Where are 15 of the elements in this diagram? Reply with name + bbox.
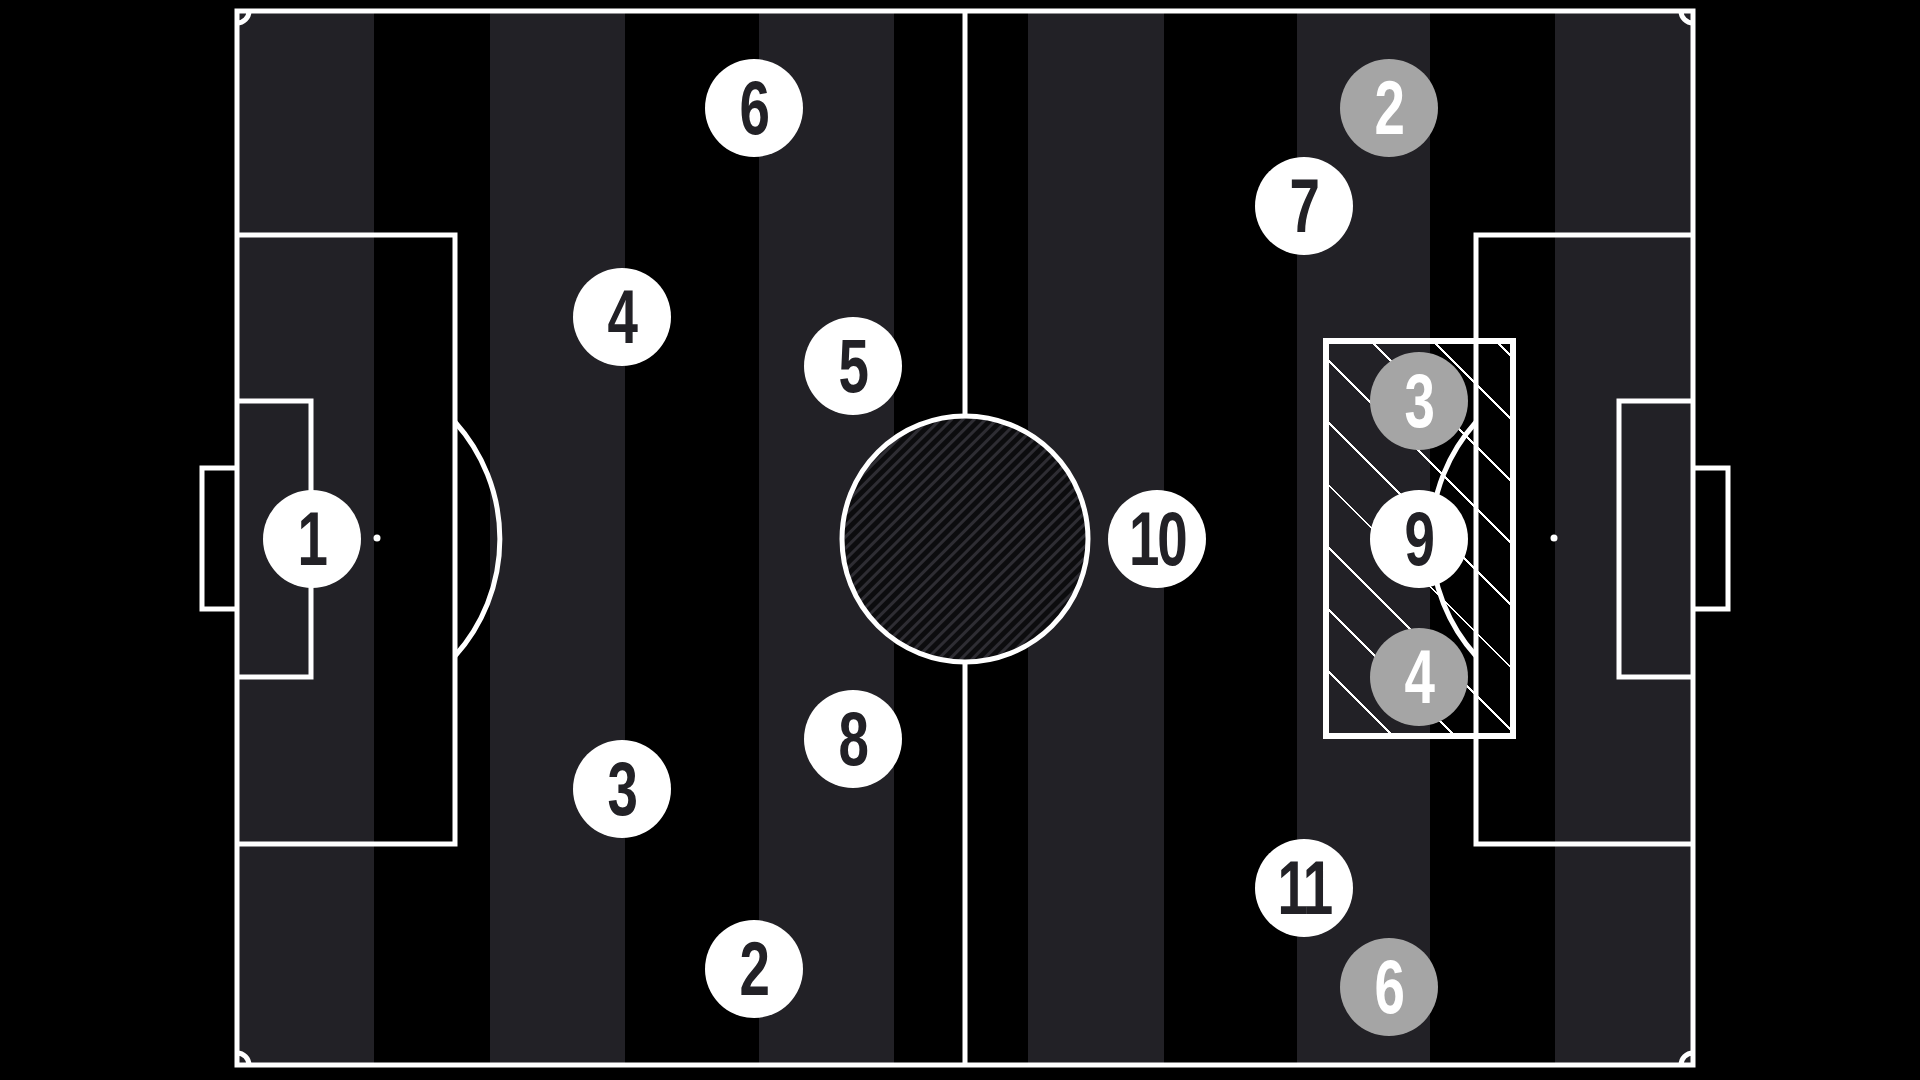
player-number: 2 (1374, 70, 1404, 146)
player-number: 1 (297, 501, 327, 577)
player-number: 7 (1289, 168, 1319, 244)
player-number: 4 (607, 279, 637, 355)
player-number: 5 (838, 328, 868, 404)
player-number: 3 (607, 751, 637, 827)
player-number: 8 (838, 701, 868, 777)
player-number: 10 (1128, 501, 1186, 577)
player-number: 3 (1404, 363, 1434, 439)
player-number: 9 (1404, 501, 1434, 577)
player-number: 4 (1404, 639, 1434, 715)
player-number: 6 (1374, 949, 1404, 1025)
player-number: 6 (739, 70, 769, 146)
player-number: 2 (739, 931, 769, 1007)
player-number: 11 (1277, 850, 1331, 926)
